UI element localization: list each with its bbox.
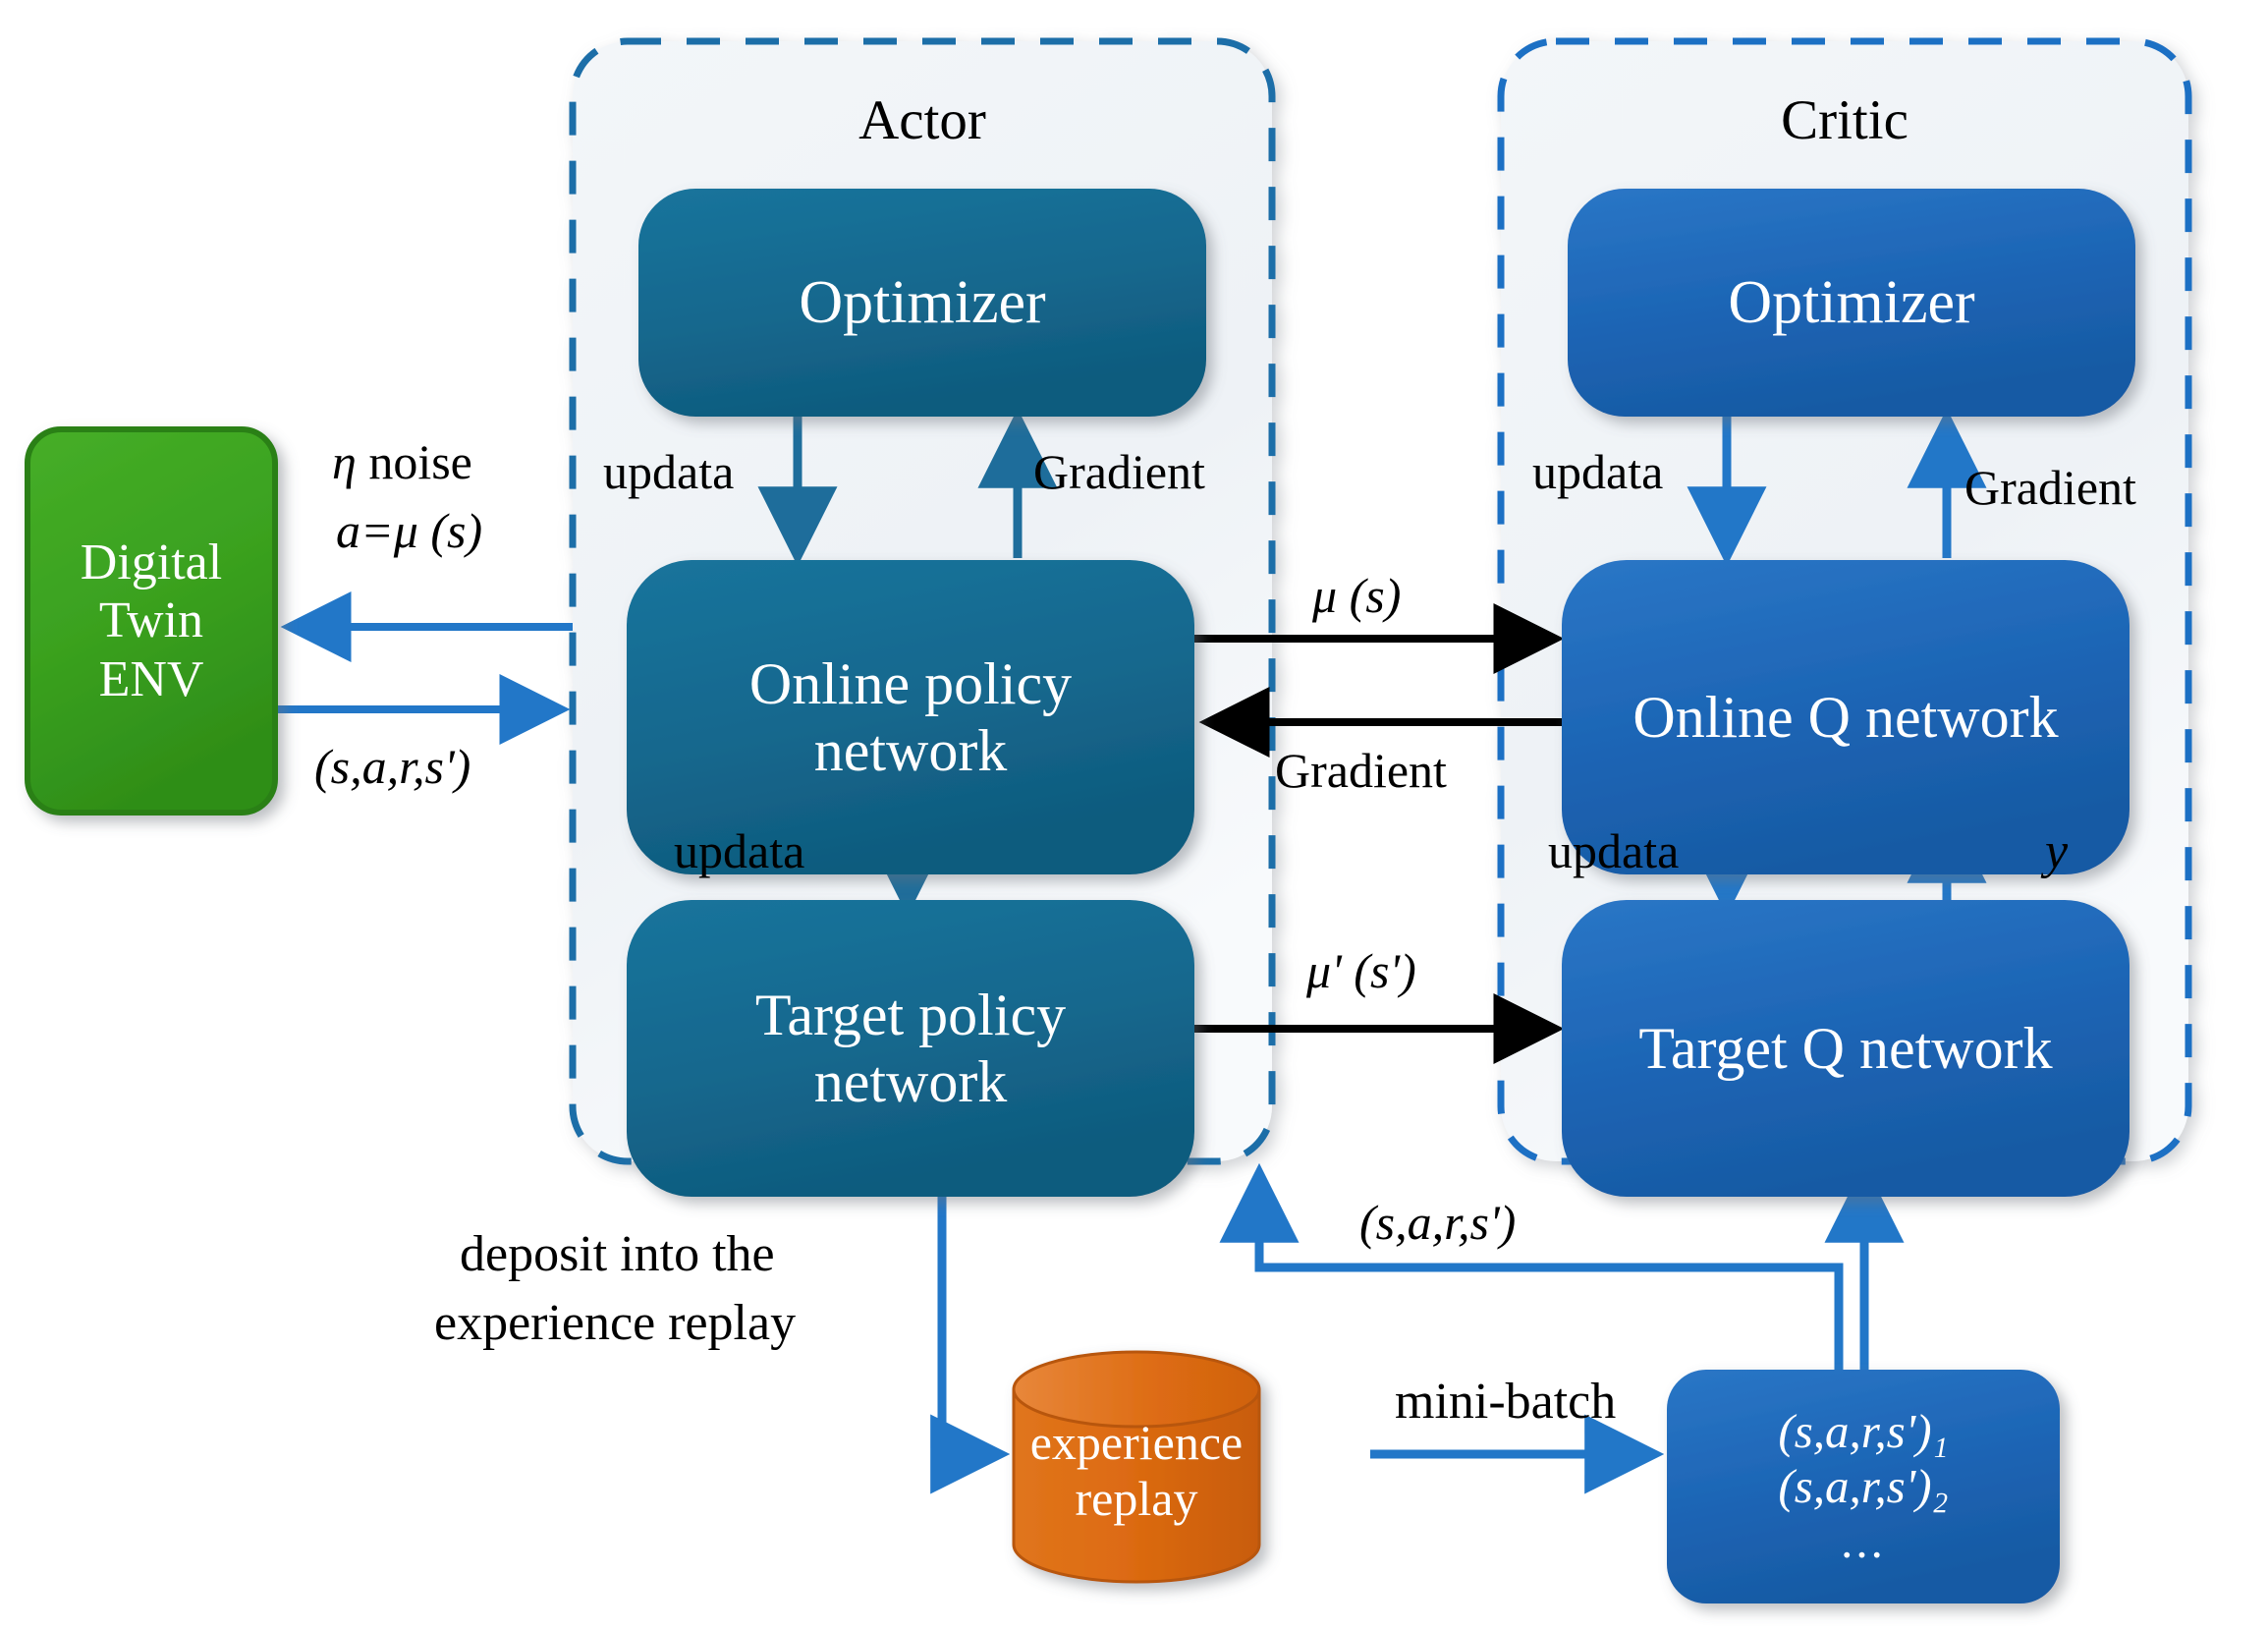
eta-noise-label: η noise	[332, 434, 472, 489]
mu-s-label: μ (s)	[1312, 568, 1402, 623]
deposit-label-line-2: experience replay	[434, 1295, 797, 1351]
mini-batch-edge-label: mini-batch	[1395, 1374, 1617, 1430]
gradient-mid-label: Gradient	[1275, 743, 1447, 798]
target-policy-shape[interactable]	[627, 900, 1194, 1197]
eta-symbol: η	[332, 434, 357, 489]
critic-optimizer-shape[interactable]	[1568, 189, 2135, 417]
noise-word: noise	[368, 434, 472, 489]
mini-batch-shape[interactable]	[1667, 1370, 2060, 1603]
experience-replay-shape[interactable]	[1012, 1350, 1261, 1584]
sars-env-label: (s,a,r,s')	[314, 739, 471, 794]
critic-updata-bottom-label: updata	[1548, 823, 1680, 878]
actor-updata-top-label: updata	[603, 444, 735, 499]
actor-updata-bottom-label: updata	[674, 823, 805, 878]
arrow-actor-to-replay	[930, 1169, 1011, 1494]
online-policy-shape[interactable]	[627, 560, 1194, 874]
sars-replay-label: (s,a,r,s')	[1359, 1195, 1517, 1250]
online-q-shape[interactable]	[1562, 560, 2130, 874]
critic-group-title: Critic	[1781, 89, 1908, 151]
y-label: y	[2045, 823, 2069, 879]
critic-updata-top-label: updata	[1532, 444, 1664, 499]
mu-prime-s-prime-label: μ' (s')	[1306, 943, 1416, 998]
target-q-shape[interactable]	[1562, 900, 2130, 1197]
actor-gradient-label: Gradient	[1033, 444, 1205, 499]
actor-optimizer-shape[interactable]	[638, 189, 1206, 417]
env-node-shape[interactable]	[25, 426, 278, 816]
a-equals-mu-s-label: a=μ (s)	[336, 503, 483, 558]
arrow-minibatch-to-actor	[1219, 1162, 1844, 1385]
deposit-label-line-1: deposit into the	[460, 1226, 775, 1282]
critic-gradient-label: Gradient	[1964, 460, 2136, 515]
actor-group-title: Actor	[858, 89, 986, 151]
